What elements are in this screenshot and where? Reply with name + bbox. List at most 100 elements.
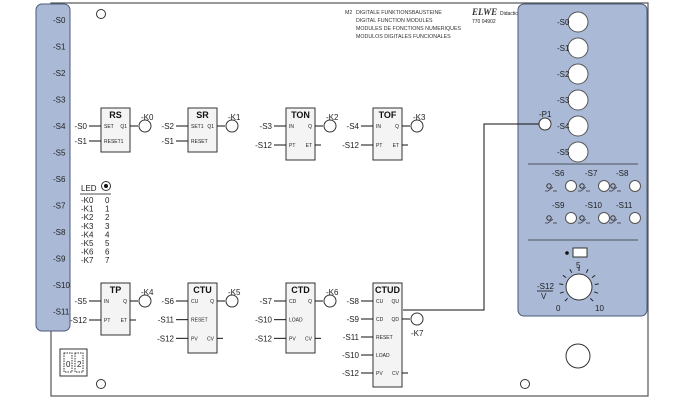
pot-knob[interactable]: [565, 273, 593, 301]
display-digit-1: 0: [66, 360, 71, 369]
switch-button-s3[interactable]: [567, 89, 589, 111]
block-pin-label: RESET: [376, 335, 393, 341]
left-input-s0[interactable]: -S0: [53, 16, 66, 25]
block-input-source: -S9: [347, 315, 360, 324]
small-switch-label: -S10: [585, 201, 602, 210]
switch-contact-icon: [609, 218, 621, 224]
switch-contact-icon: [578, 186, 590, 192]
left-input-s7[interactable]: -S7: [53, 202, 66, 211]
block-title: SR: [196, 110, 209, 120]
block-pin-label: IN: [289, 124, 294, 130]
block-input-source: -S4: [347, 122, 360, 131]
block-pin-label: LOAD: [376, 353, 390, 359]
led-row-label: -K5: [81, 239, 94, 248]
pot-scale-ticks: [559, 267, 599, 302]
small-switch-s6[interactable]: [565, 180, 577, 192]
block-input-source: -S1: [162, 137, 175, 146]
left-input-strip: [35, 3, 71, 332]
block-pin-label: PV: [191, 336, 198, 342]
block-out-pin: Q: [308, 299, 312, 305]
switch-contact-icon: [609, 186, 621, 192]
left-input-s11[interactable]: -S11: [53, 308, 70, 317]
switch-label: -S2: [557, 70, 570, 79]
block-input-source: -S12: [70, 316, 87, 325]
potentiometer[interactable]: 5 0 10 -S12 V: [537, 247, 604, 313]
left-input-s6[interactable]: -S6: [53, 175, 66, 184]
seven-seg-display: 0 2: [59, 348, 88, 377]
output-lamp: [410, 119, 424, 133]
block-input-source: -S10: [342, 351, 359, 360]
led-row-label: -K2: [81, 213, 94, 222]
block-input-source: -S3: [260, 122, 273, 131]
switch-button-s0[interactable]: [567, 11, 589, 33]
output-lamp: [225, 294, 239, 308]
block-title: CTUD: [375, 285, 400, 295]
block-title: RS: [109, 110, 122, 120]
led-row-index: 6: [105, 248, 110, 257]
block-input-source: -S7: [260, 297, 273, 306]
block-title: CTU: [193, 285, 212, 295]
pot-indicator: [572, 247, 588, 258]
left-input-s5[interactable]: -S5: [53, 149, 66, 158]
block-pin-label: PV: [289, 336, 296, 342]
block-body: [285, 107, 316, 161]
switch-label: -S0: [557, 18, 570, 27]
pot-tick: [564, 297, 569, 302]
brand-logo: ELWE: [471, 7, 497, 17]
block-input-source: -S0: [75, 122, 88, 131]
block-output-label: -K0: [141, 113, 154, 122]
switch-button-s5[interactable]: [567, 141, 589, 163]
display-digit-2: 2: [77, 360, 82, 369]
block-input-source: -S1: [75, 137, 88, 146]
left-input-s1[interactable]: -S1: [53, 43, 66, 52]
left-input-s8[interactable]: -S8: [53, 228, 66, 237]
pot-tick: [594, 283, 599, 285]
pot-unit: V: [541, 292, 547, 301]
switch-button-s2[interactable]: [567, 63, 589, 85]
switch-label: -S5: [557, 148, 570, 157]
switch-symbol-icon: [579, 183, 585, 189]
block-pin-label: PT: [376, 143, 382, 149]
ctud-output-link: [403, 123, 539, 311]
switch-symbol-icon: [610, 183, 616, 189]
block-pin-label: PT: [104, 318, 110, 324]
left-input-s10[interactable]: -S10: [53, 281, 70, 290]
switch-button-s1[interactable]: [567, 37, 589, 59]
screw-hole-bottom: [96, 379, 106, 389]
pot-scale-mid: 5: [576, 261, 581, 270]
left-input-labels: -S0 -S1 -S2 -S3 -S4 -S5 -S6 -S7 -S8 -S9 -S10 -S11: [53, 16, 70, 317]
left-input-s4[interactable]: -S4: [53, 122, 66, 131]
block-body: [100, 107, 131, 153]
switch-label: -S1: [557, 44, 570, 53]
led-row-label: -K7: [81, 256, 94, 265]
block-et-pin: ET: [306, 143, 312, 149]
left-input-s2[interactable]: -S2: [53, 69, 66, 78]
brand-sub: Didactic: [500, 11, 518, 17]
small-switch-s9[interactable]: [565, 212, 577, 224]
small-switch-s10[interactable]: [598, 212, 610, 224]
left-input-s3[interactable]: -S3: [53, 96, 66, 105]
output-lamp: [138, 294, 152, 308]
block-et-pin: ET: [121, 318, 127, 324]
screw-hole-bottom-right: [520, 379, 530, 389]
block-pin-label: PV: [376, 371, 383, 377]
block-output-label: -K3: [413, 113, 426, 122]
small-switch-s11[interactable]: [629, 212, 641, 224]
small-switch-group: -S6-S7-S8-S9-S10-S11: [545, 169, 641, 224]
small-switch-s7[interactable]: [598, 180, 610, 192]
block-input-source: -S12: [255, 334, 272, 343]
left-input-s9[interactable]: -S9: [53, 255, 66, 264]
output-lamp: [138, 119, 152, 133]
led-row-index: 0: [105, 196, 110, 205]
pot-tick: [562, 274, 567, 278]
block-out-pin: Q1: [207, 124, 214, 130]
small-switch-s8[interactable]: [629, 180, 641, 192]
block-pin-label: RESET1: [104, 139, 124, 145]
switch-button-s4[interactable]: [567, 115, 589, 137]
block-output-label: -K5: [228, 288, 241, 297]
